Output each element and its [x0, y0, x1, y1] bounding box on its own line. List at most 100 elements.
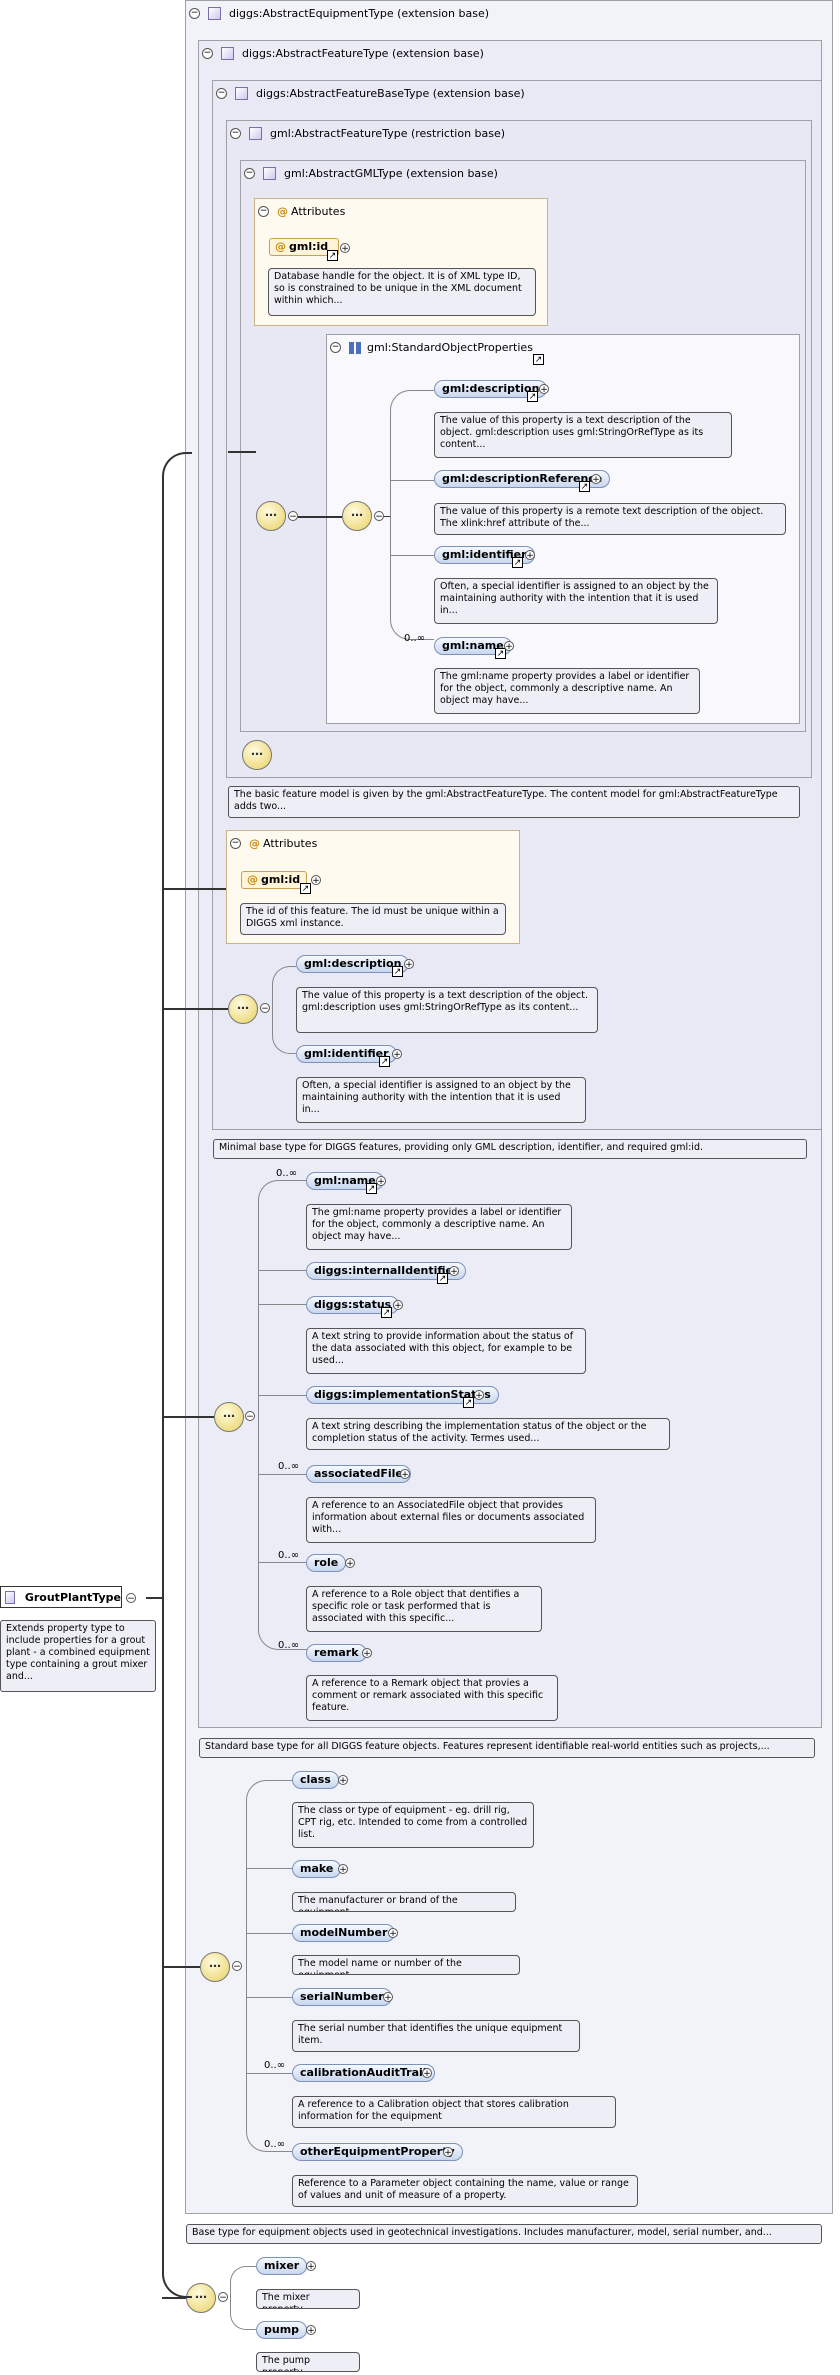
reference-link-icon[interactable]: ↗ — [379, 1056, 390, 1067]
element-pump-description: The pump property. — [256, 2352, 360, 2372]
reference-link-icon[interactable]: ↗ — [381, 1307, 392, 1318]
reference-link-icon[interactable]: ↗ — [392, 966, 403, 977]
element-serial-number[interactable]: serialNumber — [292, 1988, 392, 2006]
expand-icon[interactable]: + — [591, 474, 601, 485]
gml-abstract-feature-type-note: The basic feature model is given by the … — [228, 786, 800, 818]
attribute-gml-id[interactable]: @gml:id — [269, 238, 339, 256]
element-gml-name[interactable]: gml:name — [434, 637, 512, 655]
sequence-compositor-icon[interactable]: ⋯ — [186, 2283, 216, 2313]
expand-icon[interactable]: + — [539, 384, 549, 395]
collapse-toggle-icon[interactable]: − — [126, 1593, 136, 1604]
element-diggs-internal-identifier[interactable]: diggs:internalIdentifier — [306, 1262, 467, 1280]
element-gml-description[interactable]: gml:description — [296, 955, 410, 973]
gml-abstract-gml-type-header[interactable]: −gml:AbstractGMLType (extension base) — [244, 167, 498, 180]
collapse-toggle-icon[interactable]: − — [216, 88, 227, 99]
element-serial-number-description: The serial number that identifies the un… — [292, 2020, 580, 2052]
standard-object-properties-header[interactable]: −gml:StandardObjectProperties — [330, 341, 533, 354]
element-make[interactable]: make — [292, 1860, 342, 1878]
collapse-toggle-icon[interactable]: − — [202, 48, 213, 59]
collapse-toggle-icon[interactable]: − — [189, 8, 200, 19]
expand-icon[interactable]: + — [306, 2325, 316, 2336]
expand-icon[interactable]: + — [338, 1775, 348, 1786]
expand-icon[interactable]: + — [504, 641, 514, 652]
element-class[interactable]: class — [292, 1771, 339, 1789]
expand-icon[interactable]: + — [340, 243, 350, 254]
element-pump[interactable]: pump — [256, 2321, 308, 2339]
reference-link-icon[interactable]: ↗ — [527, 391, 538, 402]
sequence-compositor-icon[interactable]: ⋯ — [214, 1402, 244, 1432]
collapse-toggle-icon[interactable]: − — [230, 128, 241, 139]
expand-icon[interactable]: + — [525, 550, 535, 561]
collapse-toggle-icon[interactable]: − — [330, 342, 341, 353]
expand-icon[interactable]: + — [393, 1300, 403, 1311]
element-gml-name[interactable]: gml:name — [306, 1172, 384, 1190]
attribute-icon: @ — [275, 240, 286, 253]
attributes-header[interactable]: −@Attributes — [258, 205, 346, 218]
element-mixer[interactable]: mixer — [256, 2257, 308, 2275]
reference-link-icon[interactable]: ↗ — [579, 481, 590, 492]
sequence-compositor-icon[interactable]: ⋯ — [200, 1952, 230, 1982]
collapse-toggle-icon[interactable]: − — [218, 2292, 228, 2303]
reference-link-icon[interactable]: ↗ — [300, 883, 311, 894]
expand-icon[interactable]: + — [362, 1648, 372, 1659]
collapse-toggle-icon[interactable]: − — [244, 168, 255, 179]
element-gml-identifier[interactable]: gml:identifier — [296, 1045, 397, 1063]
collapse-toggle-icon[interactable]: − — [374, 511, 384, 522]
reference-link-icon[interactable]: ↗ — [533, 354, 544, 365]
element-calibration-audit-trail[interactable]: calibrationAuditTrail — [292, 2064, 435, 2082]
occurrence-label: 0..∞ — [276, 1168, 298, 1179]
collapse-toggle-icon[interactable]: − — [258, 206, 269, 217]
element-diggs-implementation-status[interactable]: diggs:implementationStatus — [306, 1386, 499, 1404]
expand-icon[interactable]: + — [383, 1992, 393, 2003]
collapse-toggle-icon[interactable]: − — [245, 1411, 255, 1422]
reference-link-icon[interactable]: ↗ — [327, 250, 338, 261]
sequence-compositor-icon[interactable]: ⋯ — [256, 501, 286, 531]
root-element-grout-plant-type[interactable]: GroutPlantType — [0, 1586, 122, 1608]
expand-icon[interactable]: + — [338, 1864, 348, 1875]
expand-icon[interactable]: + — [306, 2261, 316, 2272]
element-other-equipment-property-description: Reference to a Parameter object containi… — [292, 2175, 638, 2207]
reference-link-icon[interactable]: ↗ — [366, 1183, 377, 1194]
reference-link-icon[interactable]: ↗ — [437, 1273, 448, 1284]
expand-icon[interactable]: + — [392, 1049, 402, 1060]
collapse-toggle-icon[interactable]: − — [230, 838, 241, 849]
abstract-equipment-type-header[interactable]: −diggs:AbstractEquipmentType (extension … — [189, 7, 490, 20]
gml-abstract-feature-type-header[interactable]: −gml:AbstractFeatureType (restriction ba… — [230, 127, 506, 140]
abstract-feature-type-header[interactable]: −diggs:AbstractFeatureType (extension ba… — [202, 47, 484, 60]
sequence-compositor-icon[interactable]: ⋯ — [228, 994, 258, 1024]
reference-link-icon[interactable]: ↗ — [463, 1397, 474, 1408]
occurrence-label: 0..∞ — [264, 2139, 286, 2150]
element-model-number[interactable]: modelNumber — [292, 1924, 396, 1942]
sequence-compositor-icon[interactable]: ⋯ — [242, 740, 272, 770]
element-associated-file[interactable]: associatedFile — [306, 1465, 411, 1483]
element-gml-name-description: The gml:name property provides a label o… — [306, 1204, 572, 1250]
collapse-toggle-icon[interactable]: − — [232, 1961, 242, 1972]
element-gml-description-reference[interactable]: gml:descriptionReference — [434, 470, 611, 488]
attribute-gml-id[interactable]: @gml:id — [241, 871, 307, 889]
reference-link-icon[interactable]: ↗ — [512, 557, 523, 568]
attribute-icon: @ — [249, 837, 260, 850]
expand-icon[interactable]: + — [404, 959, 414, 970]
expand-icon[interactable]: + — [443, 2147, 453, 2158]
expand-icon[interactable]: + — [400, 1469, 410, 1480]
expand-icon[interactable]: + — [449, 1266, 459, 1277]
occurrence-label: 0..∞ — [278, 1640, 300, 1651]
occurrence-label: 0..∞ — [264, 2060, 286, 2071]
reference-link-icon[interactable]: ↗ — [495, 648, 506, 659]
element-other-equipment-property[interactable]: otherEquipmentProperty — [292, 2143, 463, 2161]
expand-icon[interactable]: + — [376, 1176, 386, 1187]
attributes-header[interactable]: −@Attributes — [230, 837, 318, 850]
expand-icon[interactable]: + — [311, 875, 321, 886]
expand-icon[interactable]: + — [345, 1558, 355, 1569]
element-remark[interactable]: remark — [306, 1644, 367, 1662]
collapse-toggle-icon[interactable]: − — [288, 511, 298, 522]
expand-icon[interactable]: + — [388, 1928, 398, 1939]
element-role[interactable]: role — [306, 1554, 347, 1572]
expand-icon[interactable]: + — [474, 1390, 484, 1401]
element-gml-description[interactable]: gml:description — [434, 380, 548, 398]
element-diggs-status[interactable]: diggs:status — [306, 1296, 400, 1314]
abstract-feature-base-type-header[interactable]: −diggs:AbstractFeatureBaseType (extensio… — [216, 87, 525, 100]
expand-icon[interactable]: + — [422, 2068, 432, 2079]
sequence-compositor-icon[interactable]: ⋯ — [342, 501, 372, 531]
collapse-toggle-icon[interactable]: − — [260, 1003, 270, 1014]
